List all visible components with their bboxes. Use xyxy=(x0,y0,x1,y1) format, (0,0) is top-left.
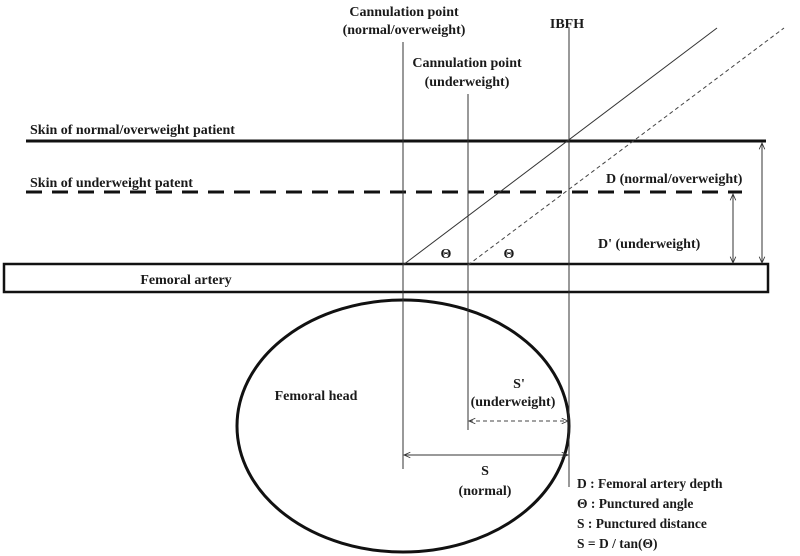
femoral-head-label: Femoral head xyxy=(275,389,358,404)
angle-label-normal: Θ xyxy=(441,247,452,262)
skin-normal-label: Skin of normal/overweight patient xyxy=(30,123,235,138)
legend-item: S : Punctured distance xyxy=(577,516,707,531)
distance-underweight-label-1: S' xyxy=(513,377,525,392)
skin-underweight-label: Skin of underweight patent xyxy=(30,176,193,191)
legend-item: S = D / tan(Θ) xyxy=(577,536,657,551)
femoral-artery-bar xyxy=(2,262,770,294)
cannulation-underweight-label-2: (underweight) xyxy=(425,75,510,90)
needle-path-underweight xyxy=(467,27,785,266)
femoral-artery-label: Femoral artery xyxy=(140,273,231,288)
distance-underweight-label-2: (underweight) xyxy=(471,395,556,410)
legend-item: Θ : Punctured angle xyxy=(577,496,693,511)
legend: D : Femoral artery depth Θ : Punctured a… xyxy=(577,476,723,551)
cannulation-normal-label-1: Cannulation point xyxy=(349,5,459,20)
cannulation-underweight-label-1: Cannulation point xyxy=(412,56,522,71)
angle-label-underweight: Θ xyxy=(504,247,515,262)
legend-item: D : Femoral artery depth xyxy=(577,476,723,491)
depth-normal-label: D (normal/overweight) xyxy=(606,172,743,187)
distance-normal-label-1: S xyxy=(481,464,489,479)
depth-underweight-label: D' (underweight) xyxy=(598,237,701,252)
cannulation-normal-label-2: (normal/overweight) xyxy=(343,23,466,38)
needle-path-normal xyxy=(402,27,718,266)
ibfh-label: IBFH xyxy=(550,17,584,32)
distance-normal-label-2: (normal) xyxy=(459,484,512,499)
